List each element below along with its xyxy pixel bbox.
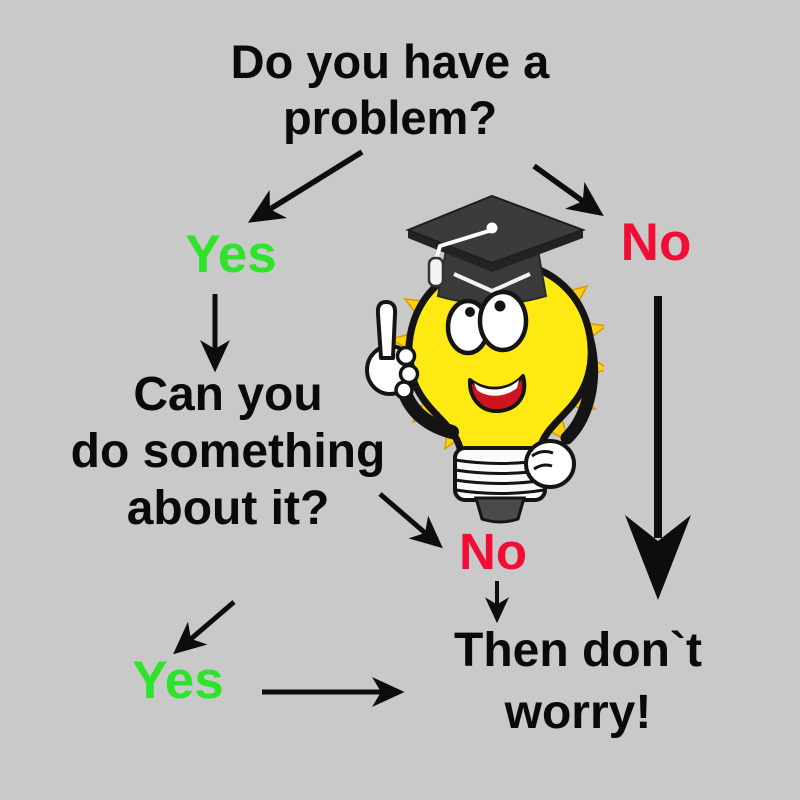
mouth [467, 374, 527, 413]
no-label-top: No [620, 213, 692, 272]
left-arm [399, 389, 459, 439]
conclusion-text: Then don`t worry! [413, 620, 743, 744]
fist-hand [524, 439, 576, 489]
bulb-base [453, 446, 547, 524]
tassel [427, 256, 445, 288]
question-1-line-2: problem? [282, 91, 498, 144]
eyes [445, 289, 529, 356]
question-2-line-3: about it? [126, 482, 330, 535]
question-2: Can you do something about it? [10, 366, 446, 537]
arrow-question1-to-yes [247, 149, 364, 223]
no-label-middle: No [459, 523, 527, 580]
graduation-cap [405, 194, 586, 305]
conclusion-line-2: worry! [504, 686, 652, 739]
question-1-line-1: Do you have a [230, 35, 550, 88]
pointing-hand [365, 300, 420, 400]
yes-label-top: Yes [185, 225, 277, 284]
arrow-no-to-conclusion-big [625, 296, 691, 600]
conclusion-line-1: Then don`t [454, 624, 702, 677]
question-2-line-2: do something [70, 425, 386, 478]
arrow-question2-to-yes2 [173, 600, 236, 655]
yes-label-bottom: Yes [132, 651, 224, 710]
arrow-question1-to-no [532, 163, 604, 217]
graduate-lightbulb-icon [365, 194, 604, 524]
question-2-line-1: Can you [133, 368, 323, 421]
arrow-question2-to-no2 [378, 492, 443, 549]
question-1: Do you have a problem? [0, 34, 780, 146]
